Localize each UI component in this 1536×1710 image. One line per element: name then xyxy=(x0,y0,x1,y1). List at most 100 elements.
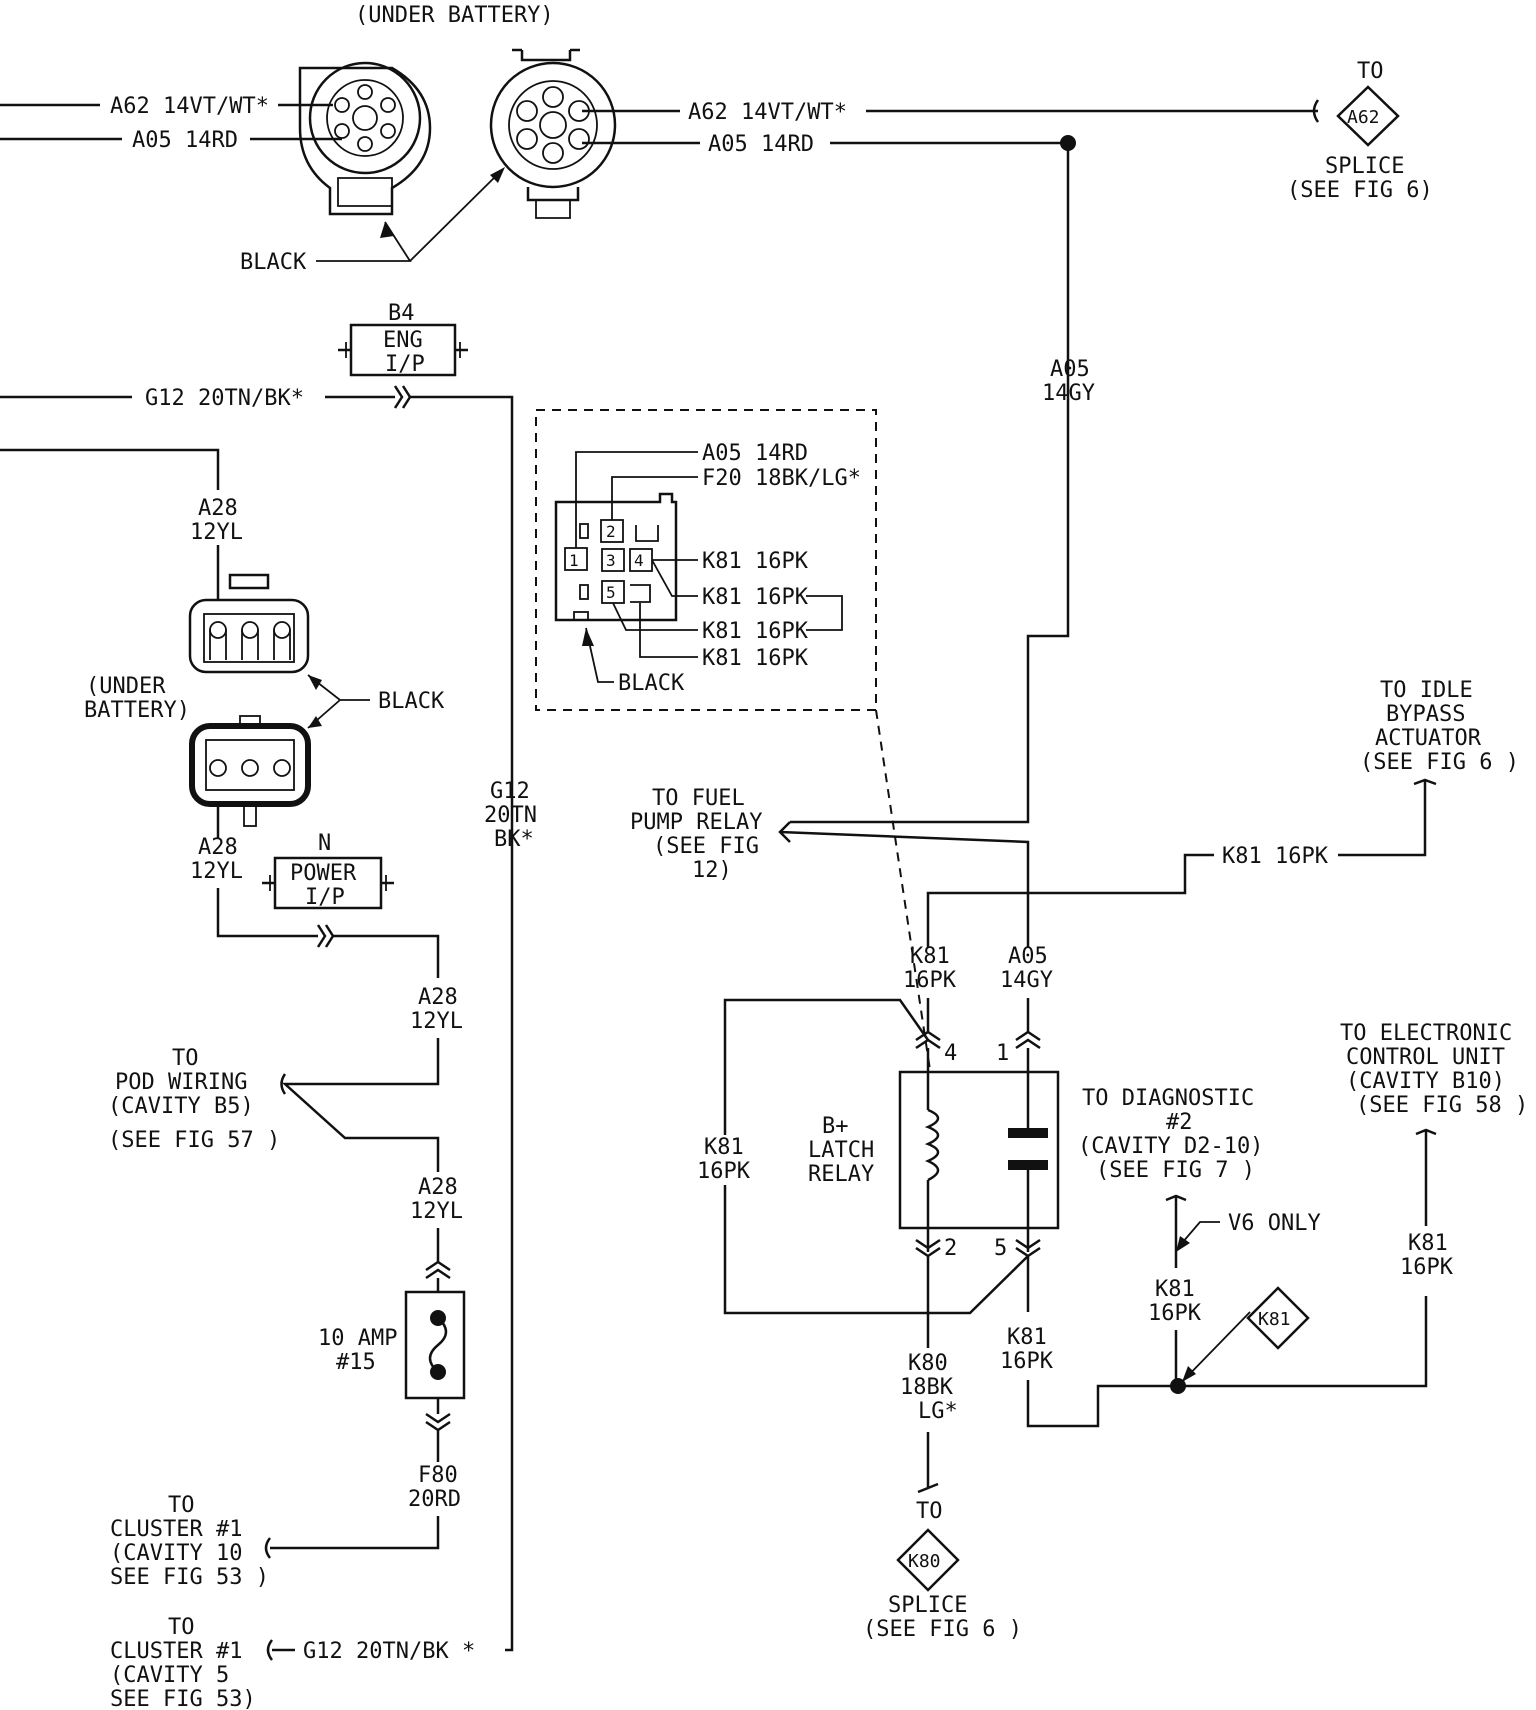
g12-wire-label: G12 20TN/BK* xyxy=(145,386,304,411)
diagnostic-l3: (CAVITY D2-10) xyxy=(1078,1134,1263,1159)
g12-vertical-l3: BK* xyxy=(494,827,534,852)
cluster1-l1: TO xyxy=(168,1493,195,1518)
under-battery-2-l2: BATTERY) xyxy=(84,698,190,723)
b4-id: B4 xyxy=(388,301,415,326)
k81-splice-id: K81 xyxy=(1258,1309,1291,1330)
wire-label-a62-left: A62 14VT/WT* xyxy=(110,94,269,119)
relay-pin-5: 5 xyxy=(994,1236,1007,1261)
fuse-10-amp xyxy=(404,1290,466,1400)
idle-bypass-l4: (SEE FIG 6 ) xyxy=(1360,750,1519,775)
relay-wire-a05: A05 14RD xyxy=(702,441,808,466)
k80-splice-diamond: K80 xyxy=(896,1528,960,1592)
idle-bypass-l1: TO IDLE xyxy=(1380,678,1473,703)
a62-splice-diamond: A62 xyxy=(1336,85,1400,147)
cavity-4: 4 xyxy=(634,551,644,570)
relay-connector-face xyxy=(554,492,678,622)
ecu-l1: TO ELECTRONIC xyxy=(1340,1021,1512,1046)
a62-splice-to: TO xyxy=(1357,59,1384,84)
cluster2-l3: (CAVITY 5 xyxy=(110,1663,229,1688)
fuel-pump-l2: PUMP RELAY xyxy=(630,810,762,835)
black-label-a28: BLACK xyxy=(378,689,445,714)
relay-l3: RELAY xyxy=(808,1162,874,1187)
n-connector-box xyxy=(262,856,394,910)
relay-k81-bottom-l2: 16PK xyxy=(1000,1349,1054,1374)
ecu-l2: CONTROL UNIT xyxy=(1346,1045,1505,1070)
cavity-1: 1 xyxy=(569,551,579,570)
relay-k81-left-l1: K81 xyxy=(704,1135,744,1160)
wire-label-a05-right: A05 14RD xyxy=(708,132,814,157)
g12-vertical-l1: G12 xyxy=(490,779,530,804)
diagnostic-wire-l1: K81 xyxy=(1155,1277,1195,1302)
idle-bypass-l3: ACTUATOR xyxy=(1375,726,1482,751)
b4-l2: I/P xyxy=(385,352,425,377)
pod-wiring-l2: POD WIRING xyxy=(115,1070,247,1095)
diagnostic-l4: (SEE FIG 7 ) xyxy=(1096,1158,1255,1183)
k81-splice-diamond: K81 xyxy=(1246,1286,1310,1350)
diagnostic-note: V6 ONLY xyxy=(1228,1211,1321,1236)
ecu-l4: (SEE FIG 58 ) xyxy=(1356,1093,1528,1118)
fuse-l2: #15 xyxy=(336,1350,376,1375)
a28-fuse-l1: A28 xyxy=(418,1175,458,1200)
a28-right-l2: 12YL xyxy=(410,1009,463,1034)
fuel-pump-l1: TO FUEL xyxy=(652,786,745,811)
relay-k80-l2: 18BK xyxy=(900,1375,954,1400)
relay-k81-top-l1: K81 xyxy=(910,944,950,969)
relay-a05-top-l1: A05 xyxy=(1008,944,1048,969)
relay-wire-k81-d: K81 16PK xyxy=(702,646,809,671)
a62-splice-label: SPLICE xyxy=(1325,154,1404,179)
relay-l2: LATCH xyxy=(808,1138,874,1163)
b4-l1: ENG xyxy=(383,328,423,353)
relay-a05-top-l2: 14GY xyxy=(1000,968,1053,993)
cluster2-l4: SEE FIG 53) xyxy=(110,1687,256,1710)
relay-pin-1: 1 xyxy=(996,1041,1009,1066)
a28-right-l1: A28 xyxy=(418,985,458,1010)
relay-wire-k81-a: K81 16PK xyxy=(702,549,809,574)
relay-k81-top-l2: 16PK xyxy=(903,968,957,993)
relay-wire-k81-c: K81 16PK xyxy=(702,619,809,644)
relay-pin-2: 2 xyxy=(944,1236,957,1261)
a05-gy-upper-l1: A05 xyxy=(1050,357,1090,382)
a28-upper-l1: A28 xyxy=(198,496,238,521)
relay-wire-k81-b: K81 16PK xyxy=(702,585,809,610)
n-connector-l2: I/P xyxy=(305,885,345,910)
relay-l1: B+ xyxy=(822,1114,849,1139)
wire-label-a05-left: A05 14RD xyxy=(132,128,238,153)
pod-wiring-l4: (SEE FIG 57 ) xyxy=(108,1128,280,1153)
k80-splice-ref: (SEE FIG 6 ) xyxy=(863,1617,1022,1642)
under-battery-label: (UNDER BATTERY) xyxy=(355,3,554,28)
relay-k81-bottom-l1: K81 xyxy=(1007,1325,1047,1350)
ecu-wire-l2: 16PK xyxy=(1400,1255,1454,1280)
fuse-l1: 10 AMP xyxy=(318,1326,397,1351)
g12-vertical-l2: 20TN xyxy=(484,803,537,828)
a28-connector-lower xyxy=(189,715,311,827)
k80-splice-id: K80 xyxy=(908,1551,941,1572)
relay-k80-l1: K80 xyxy=(908,1351,948,1376)
n-connector-l1: POWER xyxy=(290,861,357,886)
n-connector-id: N xyxy=(318,831,331,856)
b4-connector-box xyxy=(338,323,468,377)
black-label-top: BLACK xyxy=(240,250,307,275)
cavity-2: 2 xyxy=(606,522,616,541)
a28-lower-l1: A28 xyxy=(198,835,238,860)
cluster1-l3: (CAVITY 10 xyxy=(110,1541,242,1566)
diagnostic-l1: TO DIAGNOSTIC xyxy=(1082,1086,1254,1111)
a05-gy-upper-l2: 14GY xyxy=(1042,381,1095,406)
cluster2-l2: CLUSTER #1 xyxy=(110,1639,242,1664)
diagnostic-wire-l2: 16PK xyxy=(1148,1301,1202,1326)
fuel-pump-l4: 12) xyxy=(692,858,732,883)
idle-bypass-wire: K81 16PK xyxy=(1222,844,1329,869)
cavity-5: 5 xyxy=(606,583,616,602)
diagnostic-l2: #2 xyxy=(1166,1110,1193,1135)
cluster2-l1: TO xyxy=(168,1615,195,1640)
a28-connector-upper xyxy=(188,573,310,674)
relay-k80-l3: LG* xyxy=(918,1399,958,1424)
relay-pin-4: 4 xyxy=(944,1041,957,1066)
relay-connector-black: BLACK xyxy=(618,671,685,696)
a62-splice-id: A62 xyxy=(1347,107,1380,128)
idle-bypass-l2: BYPASS xyxy=(1386,702,1465,727)
right-connector-top xyxy=(489,48,617,219)
cavity-3: 3 xyxy=(606,551,616,570)
pod-wiring-l3: (CAVITY B5) xyxy=(108,1094,254,1119)
cluster2-wire: G12 20TN/BK * xyxy=(303,1639,475,1664)
